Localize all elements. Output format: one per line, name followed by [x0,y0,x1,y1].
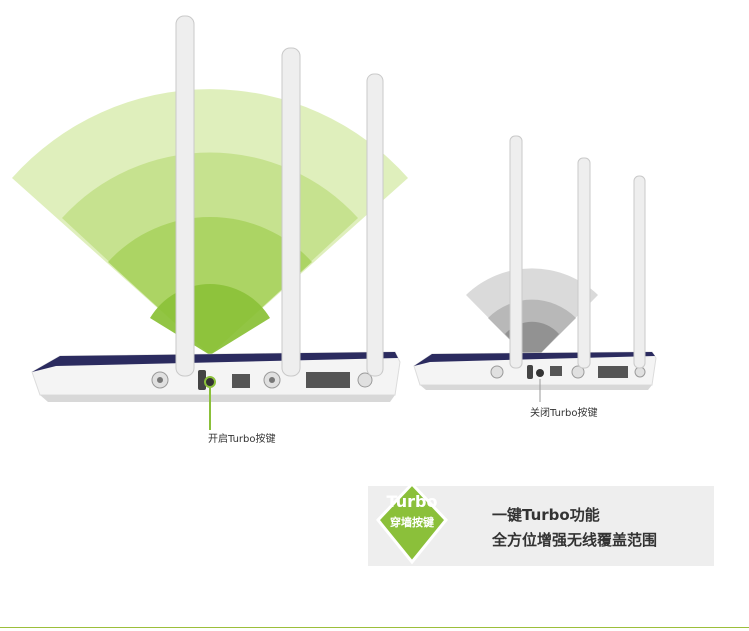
footer-rule [0,627,749,628]
left-router: 开启Turbo按键 [12,15,408,445]
turbo-badge: Turbo 穿墙按键 [376,480,448,566]
ethernet-port-icon [232,374,250,388]
router-ports-left [151,370,373,390]
turbo-off-label: 关闭Turbo按键 [530,406,598,419]
feature-description: 全方位增强无线覆盖范围 [492,531,658,549]
badge-subtitle: 穿墙按键 [390,516,434,529]
turbo-button-icon[interactable] [536,369,544,377]
antennas-left [175,15,384,377]
feature-panel: Turbo 穿墙按键 一键Turbo功能 全方位增强无线覆盖范围 [368,481,714,566]
right-router: 关闭Turbo按键 [413,135,657,419]
badge-title: Turbo [386,492,438,511]
turbo-on-label: 开启Turbo按键 [208,432,276,445]
router-ports-right [490,365,646,379]
feature-headline: 一键Turbo功能 [492,506,600,524]
antennas-right [509,135,646,369]
signal-coverage-large [12,89,408,355]
badge-shape [376,481,448,565]
turbo-button-icon[interactable] [204,376,216,388]
router-body-right [413,351,657,390]
